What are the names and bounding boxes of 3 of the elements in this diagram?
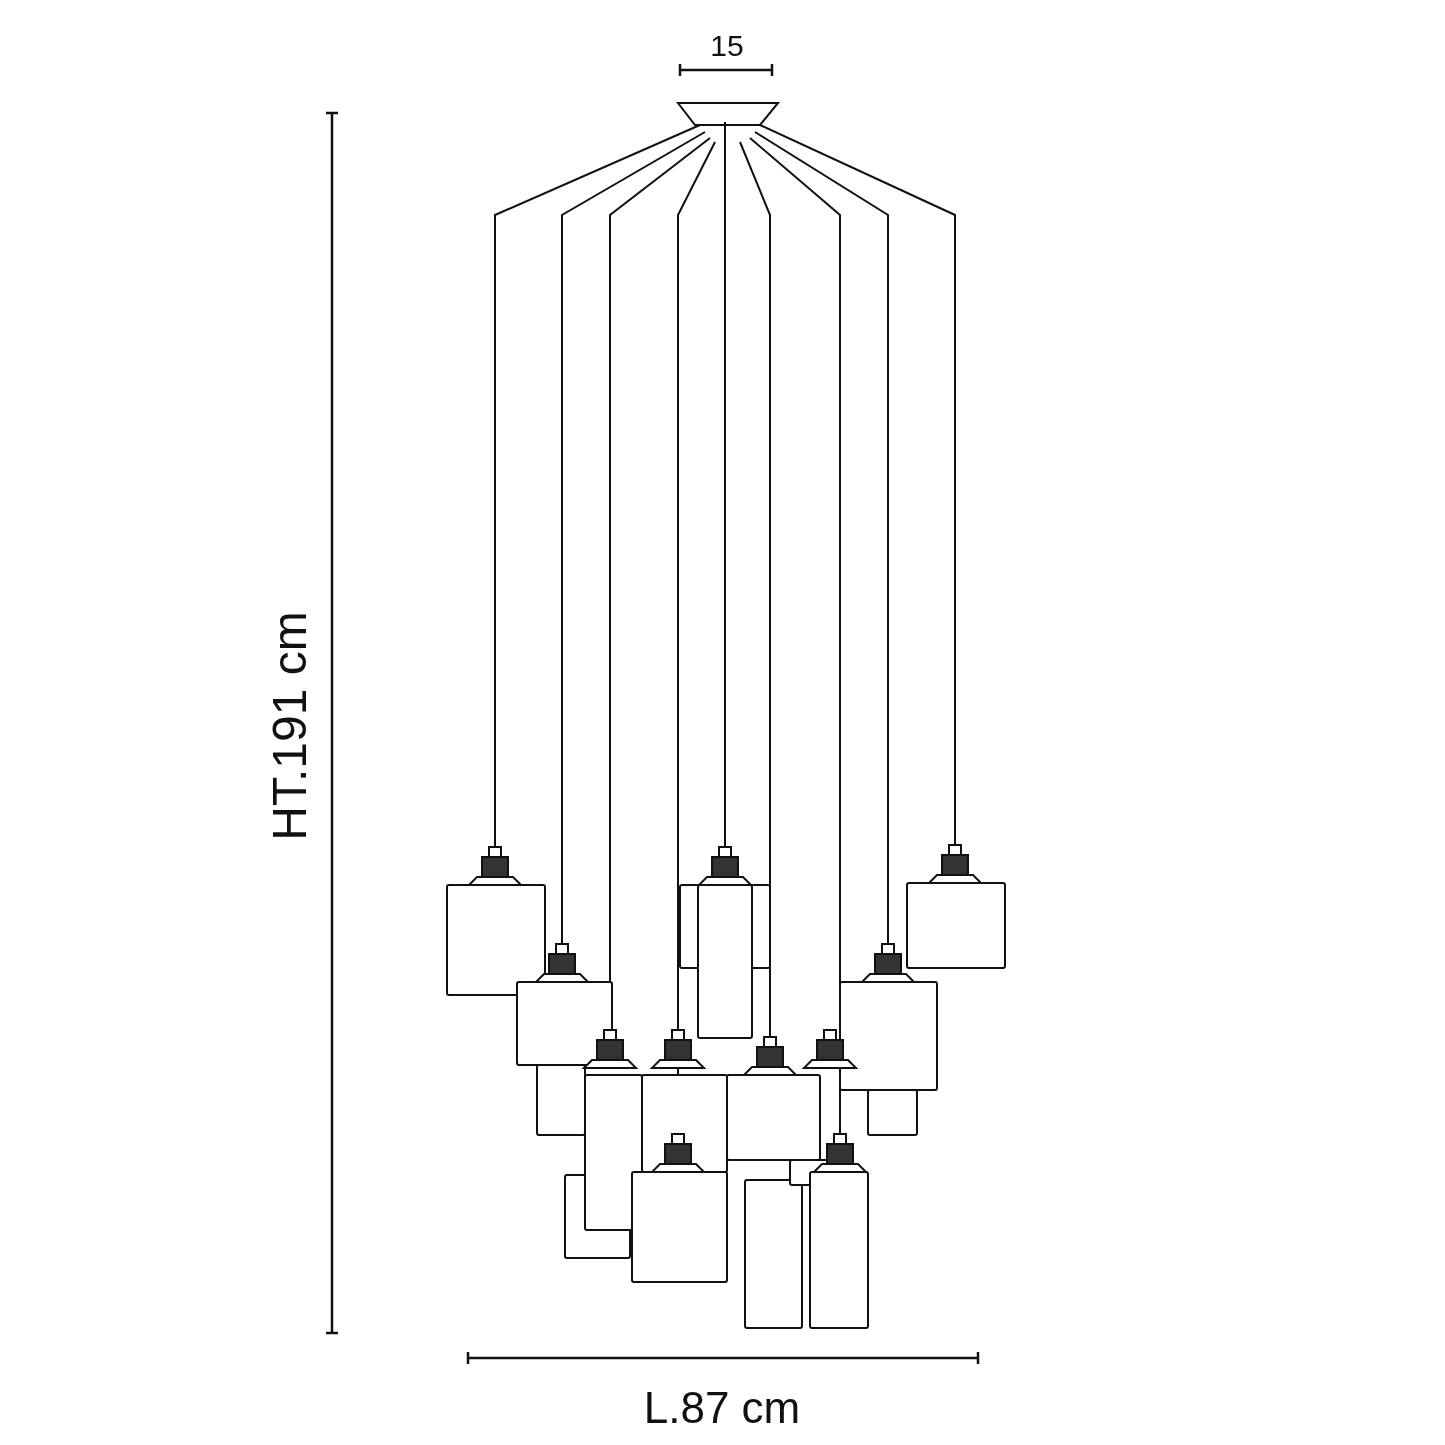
dimension-label: L.87 cm bbox=[643, 1386, 801, 1430]
dimension-label: 15 bbox=[710, 31, 744, 61]
dimension-label: HT.191 cm bbox=[266, 611, 314, 841]
